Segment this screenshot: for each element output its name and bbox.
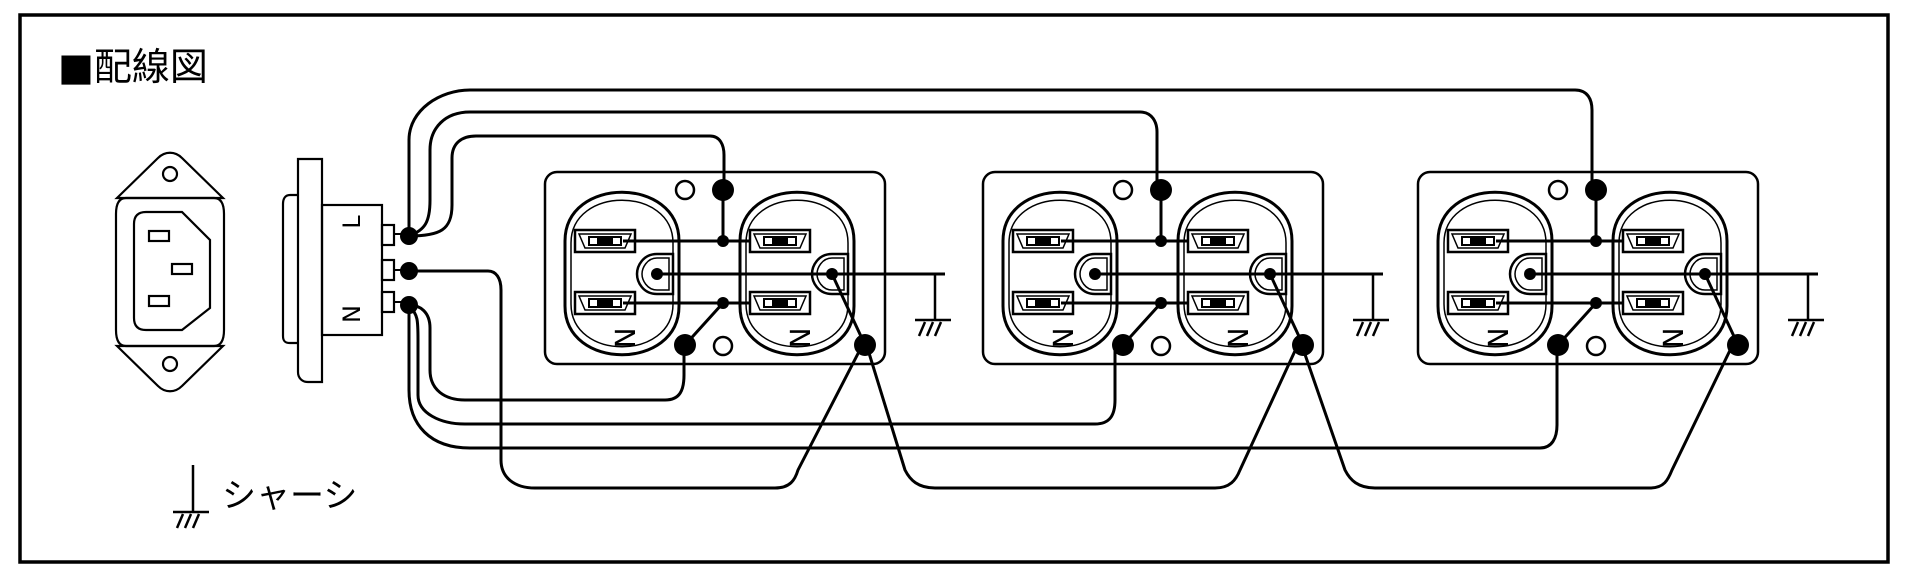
chassis-ground-icon <box>171 465 211 530</box>
neutral-marker: N <box>1481 328 1514 349</box>
ground-symbol-icon <box>1786 318 1826 338</box>
iec-c14-inlet-icon <box>114 151 226 393</box>
ground-symbol-icon <box>913 318 953 338</box>
ground-symbol-icon <box>1351 318 1391 338</box>
rocker-switch-icon: L N <box>281 157 406 384</box>
switch-label-neutral: N <box>338 305 366 323</box>
diagram-title: ■配線図 <box>58 45 208 89</box>
neutral-marker: N <box>1221 328 1254 349</box>
chassis-label: シャーシ <box>222 476 357 516</box>
wiring <box>407 88 1737 490</box>
neutral-marker: N <box>783 328 816 349</box>
neutral-marker: N <box>1046 328 1079 349</box>
neutral-marker: N <box>1656 328 1689 349</box>
switch-label-live: L <box>338 215 366 229</box>
diagram-frame <box>18 13 1890 564</box>
neutral-marker: N <box>608 328 641 349</box>
